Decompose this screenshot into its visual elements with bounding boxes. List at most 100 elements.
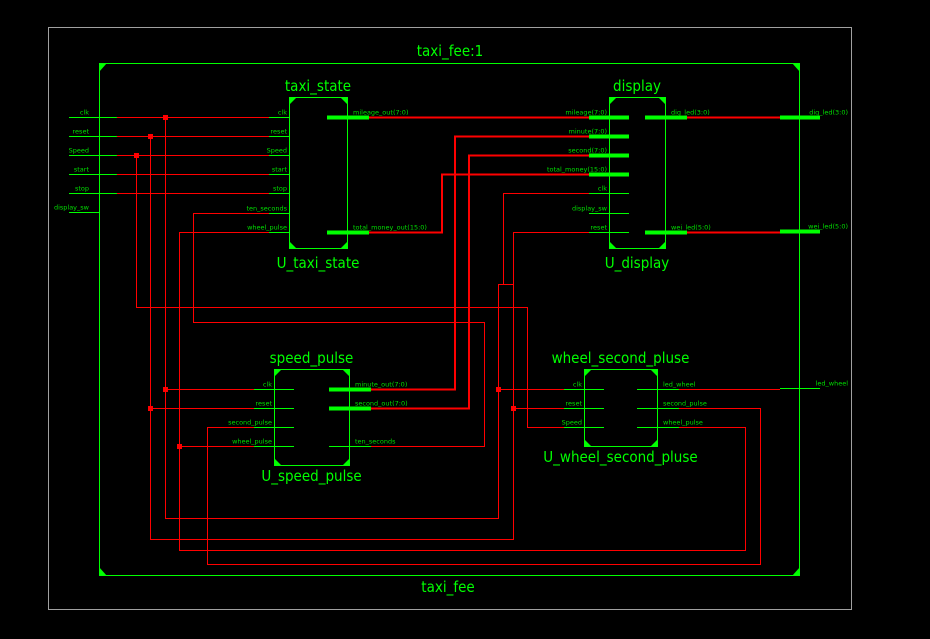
top-port-label-speed: Speed — [69, 147, 89, 155]
block-corner-br — [650, 439, 658, 447]
pin-label-second-pulse: second_pulse — [228, 419, 272, 427]
block-corner-tr — [342, 369, 350, 377]
top-port-label-stop: stop — [75, 185, 89, 193]
pin-label-second-pulse: second_pulse — [663, 400, 707, 408]
pin-label-minute-out-7-0: minute_out(7:0) — [355, 381, 407, 389]
block-corner-br — [658, 241, 666, 249]
pin-label-stop: stop — [273, 185, 287, 193]
top-port-label-start: start — [74, 166, 90, 174]
pin-label-speed: Speed — [267, 147, 287, 155]
net-reset — [150, 136, 589, 540]
block-corner-bl — [609, 241, 617, 249]
top-module-corner-tr — [792, 63, 800, 72]
pin-label-ten-seconds: ten_seconds — [355, 438, 396, 446]
block-corner-tl — [274, 369, 282, 377]
junction-reset — [148, 406, 153, 411]
block-corner-bl — [584, 439, 592, 447]
block-corner-br — [342, 458, 350, 466]
junctions-layer — [134, 115, 516, 449]
net-clk — [503, 193, 589, 285]
junction-speed — [134, 153, 139, 158]
block-corner-br — [340, 241, 348, 249]
pin-label-reset: reset — [256, 400, 273, 408]
pin-label-speed: Speed — [562, 419, 582, 427]
pin-label-second-7-0: second(7:0) — [568, 147, 607, 155]
pin-label-dig-led-3-0: dig_led(3:0) — [671, 109, 710, 117]
pin-label-reset: reset — [271, 128, 288, 136]
pin-label-clk: clk — [278, 109, 287, 117]
pin-label-second-out-7-0: second_out(7:0) — [355, 400, 408, 408]
net-minute — [359, 135, 604, 391]
pin-label-wei-led-5-0: wei_led(5:0) — [671, 224, 711, 232]
top-instance-label: taxi_fee:1 — [417, 42, 484, 61]
block-corner-tl — [289, 97, 297, 105]
pin-label-mileage-out-7-0: mileage_out(7:0) — [353, 109, 408, 117]
junction-clk — [496, 387, 501, 392]
pin-label-mileage-7-0: mileage(7:0) — [565, 109, 607, 117]
top-module-box[interactable] — [99, 63, 800, 576]
block-module-label: wheel_second_pluse — [552, 349, 690, 368]
net-speed — [136, 155, 564, 428]
pin-label-wheel-pulse: wheel_pulse — [232, 438, 272, 446]
pin-label-start: start — [272, 166, 288, 174]
block-speed-pulse[interactable]: speed_pulseU_speed_pulseclkresetsecond_p… — [228, 349, 407, 486]
block-body[interactable] — [289, 97, 348, 249]
pin-label-reset: reset — [591, 224, 608, 232]
top-module[interactable]: taxi_fee:1 taxi_fee — [99, 42, 800, 597]
top-port-label-wei-led-5-0: wei_led(5:0) — [808, 223, 848, 231]
net-second-pulse — [207, 408, 761, 565]
block-body[interactable] — [274, 369, 350, 466]
sheet-frame — [48, 27, 852, 610]
top-module-corner-tl — [99, 63, 107, 72]
pin-label-led-wheel: led_wheel — [663, 381, 696, 389]
pin-label-reset: reset — [566, 400, 583, 408]
pin-label-wheel-pulse: wheel_pulse — [247, 224, 287, 232]
top-module-corner-br — [792, 567, 800, 576]
net-wheel-pulse — [179, 232, 746, 551]
net-total-money — [355, 173, 604, 234]
block-instance-label: U_speed_pulse — [261, 467, 361, 486]
blocks-layer: taxi_stateU_taxi_stateclkresetSpeedstart… — [228, 77, 711, 486]
net-clk — [165, 117, 564, 519]
block-corner-tr — [340, 97, 348, 105]
pin-label-wheel-pulse: wheel_pulse — [663, 419, 703, 427]
pin-label-ten-seconds: ten_seconds — [247, 205, 288, 213]
net-clk — [498, 284, 514, 390]
net-ten-seconds — [193, 213, 485, 447]
block-instance-label: U_taxi_state — [277, 254, 360, 273]
top-port-label-clk: clk — [80, 109, 89, 117]
junction-reset — [511, 406, 516, 411]
block-corner-tl — [584, 369, 592, 377]
junction-clk — [163, 387, 168, 392]
block-module-label: taxi_state — [285, 77, 351, 96]
block-corner-bl — [289, 241, 297, 249]
block-instance-label: U_wheel_second_pluse — [543, 448, 697, 467]
pin-label-total-money-15-0: total_money(15:0) — [547, 166, 607, 174]
nets-layer — [117, 116, 780, 565]
block-corner-tr — [650, 369, 658, 377]
junction-wheel-pulse — [177, 444, 182, 449]
block-instance-label: U_display — [605, 254, 670, 273]
block-module-label: display — [613, 77, 661, 95]
block-corner-bl — [274, 458, 282, 466]
pin-label-total-money-out-15-0: total_money_out(15:0) — [353, 224, 427, 232]
junction-clk — [163, 115, 168, 120]
pin-label-display-sw: display_sw — [572, 205, 608, 213]
top-module-label: taxi_fee — [421, 578, 474, 597]
top-module-corner-bl — [99, 567, 107, 576]
pins-layer: clkresetSpeedstartstopdisplay_swdig_led(… — [54, 109, 848, 389]
pin-label-clk: clk — [573, 381, 582, 389]
top-port-label-dig-led-3-0: dig_led(3:0) — [809, 109, 848, 117]
top-port-label-reset: reset — [73, 128, 90, 136]
junction-reset — [148, 134, 153, 139]
block-corner-tr — [658, 97, 666, 105]
pin-label-clk: clk — [263, 381, 272, 389]
pin-label-minute-7-0: minute(7:0) — [569, 128, 607, 136]
top-port-label-led-wheel: led_wheel — [816, 380, 849, 388]
pin-label-clk: clk — [598, 185, 607, 193]
top-port-label-display-sw: display_sw — [54, 204, 90, 212]
